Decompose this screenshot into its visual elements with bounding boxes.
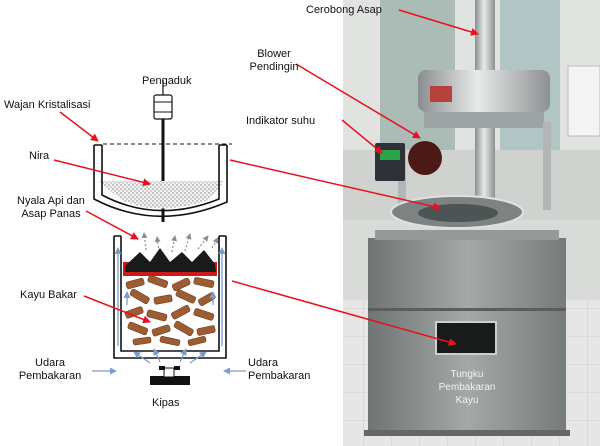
crystallization-pan <box>93 143 232 218</box>
label-nyala-api: Nyala Api dan Asap Panas <box>5 195 97 221</box>
label-cerobong-asap: Cerobong Asap <box>306 4 382 16</box>
label-udara-left-line2: Pembakaran <box>18 370 82 382</box>
label-indikator-suhu: Indikator suhu <box>246 115 316 127</box>
label-pengaduk: Pengaduk <box>142 75 192 87</box>
label-kayu-bakar: Kayu Bakar <box>20 289 77 301</box>
label-udara-pembakaran-right: Udara Pembakaran <box>248 357 310 383</box>
label-blower-line2: Pendingin <box>249 61 299 73</box>
label-tungku-line1: Tungku <box>450 369 484 380</box>
label-tungku-pembakaran-kayu: Tungku Pembakaran Kayu <box>412 368 522 407</box>
label-blower-pendingin: Blower Pendingin <box>244 48 304 74</box>
airflow-arrows <box>92 247 246 375</box>
sap-fill <box>98 181 224 209</box>
callout-arrows <box>53 9 479 346</box>
label-wajan-kristalisasi: Wajan Kristalisasi <box>4 99 91 111</box>
furnace-schematic <box>113 235 227 385</box>
machine-photo <box>343 0 600 446</box>
label-blower-line1: Blower <box>257 48 291 60</box>
label-udara-right-line2: Pembakaran <box>248 370 311 382</box>
label-tungku-line3: Kayu <box>455 395 479 406</box>
cooling-blower <box>408 141 442 175</box>
label-nira: Nira <box>29 150 50 162</box>
firewood <box>124 275 216 346</box>
flame-smoke-arrows <box>141 232 219 253</box>
label-nyala-api-line1: Nyala Api dan <box>17 195 85 207</box>
fuel-door <box>436 322 496 354</box>
label-nyala-api-line2: Asap Panas <box>21 208 81 220</box>
temperature-indicator-box <box>375 143 405 181</box>
stove-upper <box>368 238 566 308</box>
label-kipas: Kipas <box>152 397 180 409</box>
label-udara-pembakaran-left: Udara Pembakaran <box>12 357 88 383</box>
label-udara-right-line1: Udara <box>248 357 278 369</box>
label-udara-left-line1: Udara <box>35 357 65 369</box>
fan <box>150 366 190 385</box>
label-tungku-line2: Pembakaran <box>438 382 496 393</box>
